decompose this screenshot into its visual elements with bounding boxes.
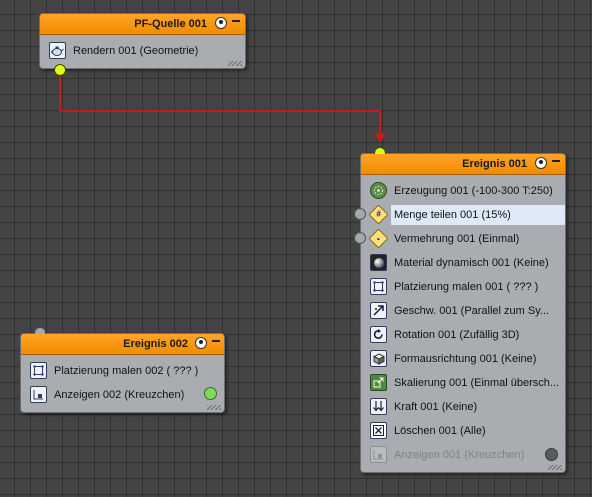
operator-row[interactable]: Platzierung malen 001 ( ??? ) (361, 275, 565, 299)
lightbulb-toggle-icon[interactable] (195, 337, 207, 349)
resize-grip[interactable] (548, 465, 562, 470)
node-title: Ereignis 001 (462, 158, 527, 170)
placement-paint-icon (370, 278, 387, 295)
operator-row[interactable]: Kraft 001 (Keine) (361, 395, 565, 419)
operator-list: Erzeugung 001 (-100-300 T:250) # Menge t… (361, 179, 565, 467)
spawn-icon: ▪ (368, 228, 389, 249)
operator-label: Löschen 001 (Alle) (394, 425, 486, 437)
node-event-002[interactable]: Ereignis 002 Platzierung malen 002 ( ???… (20, 327, 225, 413)
node-title: Ereignis 002 (123, 338, 188, 350)
wire-segment-vertical-2[interactable] (379, 110, 381, 134)
resize-grip[interactable] (228, 61, 242, 66)
delete-icon (370, 422, 387, 439)
operator-label: Formausrichtung 001 (Keine) (394, 353, 537, 365)
material-sphere-icon (370, 254, 387, 271)
operator-row[interactable]: Material dynamisch 001 (Keine) (361, 251, 565, 275)
node-header[interactable]: Ereignis 001 (361, 154, 565, 175)
operator-row[interactable]: Geschw. 001 (Parallel zum Sy... (361, 299, 565, 323)
operator-row[interactable]: Erzeugung 001 (-100-300 T:250) (361, 179, 565, 203)
wire-segment-horizontal[interactable] (59, 110, 381, 112)
node-header[interactable]: Ereignis 002 (21, 334, 224, 355)
node-header[interactable]: PF-Quelle 001 (40, 14, 245, 35)
split-amount-icon: # (368, 204, 389, 225)
operator-label: Vermehrung 001 (Einmal) (394, 233, 520, 245)
split-output-socket[interactable] (354, 208, 366, 220)
operator-label: Platzierung malen 002 ( ??? ) (54, 365, 199, 377)
display-icon (370, 446, 387, 463)
display-color-indicator[interactable] (545, 448, 558, 461)
spawn-output-socket[interactable] (354, 232, 366, 244)
operator-label: Erzeugung 001 (-100-300 T:250) (394, 185, 553, 197)
operator-label: Rotation 001 (Zufällig 3D) (394, 329, 520, 341)
rotation-icon (370, 326, 387, 343)
display-color-indicator[interactable] (204, 387, 217, 400)
operator-row[interactable]: Löschen 001 (Alle) (361, 419, 565, 443)
node-title: PF-Quelle 001 (134, 18, 207, 30)
scale-icon (370, 374, 387, 391)
minimize-icon[interactable] (212, 340, 220, 342)
minimize-icon[interactable] (232, 20, 240, 22)
force-icon (370, 398, 387, 415)
operator-row[interactable]: # Menge teilen 001 (15%) (361, 203, 565, 227)
operator-row[interactable]: Anzeigen 001 (Kreuzchen) (361, 443, 565, 467)
operator-row[interactable]: Formausrichtung 001 (Keine) (361, 347, 565, 371)
wire-segment-vertical-1[interactable] (59, 75, 61, 111)
operator-row[interactable]: Anzeigen 002 (Kreuzchen) (21, 383, 224, 407)
minimize-icon[interactable] (552, 160, 560, 162)
speed-icon (370, 302, 387, 319)
operator-list: Platzierung malen 002 ( ??? ) Anzeigen 0… (21, 359, 224, 407)
operator-label: Skalierung 001 (Einmal übersch... (394, 377, 560, 389)
operator-row[interactable]: Rendern 001 (Geometrie) (40, 39, 245, 63)
operator-label: Anzeigen 001 (Kreuzchen) (394, 449, 525, 461)
operator-row[interactable]: ▪ Vermehrung 001 (Einmal) (361, 227, 565, 251)
teapot-icon (49, 42, 66, 59)
operator-label: Geschw. 001 (Parallel zum Sy... (394, 305, 550, 317)
placement-paint-icon (30, 362, 47, 379)
operator-label: Material dynamisch 001 (Keine) (394, 257, 549, 269)
operator-label: Anzeigen 002 (Kreuzchen) (54, 389, 185, 401)
operator-label: Kraft 001 (Keine) (394, 401, 478, 413)
shape-facing-icon (370, 350, 387, 367)
node-event-001[interactable]: Ereignis 001 Erzeugung 001 (-100-300 T:2… (354, 147, 566, 473)
operator-row[interactable]: Skalierung 001 (Einmal übersch... (361, 371, 565, 395)
display-icon (30, 386, 47, 403)
wire-arrow-icon (374, 133, 386, 143)
operator-label: Rendern 001 (Geometrie) (73, 45, 199, 57)
lightbulb-toggle-icon[interactable] (215, 17, 227, 29)
operator-row[interactable]: Rotation 001 (Zufällig 3D) (361, 323, 565, 347)
node-pf-source-001[interactable]: PF-Quelle 001 Rendern 001 (Geometrie) (39, 13, 246, 76)
resize-grip[interactable] (207, 405, 221, 410)
operator-label: Platzierung malen 001 ( ??? ) (394, 281, 539, 293)
birth-icon (370, 182, 387, 199)
operator-row[interactable]: Platzierung malen 002 ( ??? ) (21, 359, 224, 383)
lightbulb-toggle-icon[interactable] (535, 157, 547, 169)
operator-label: Menge teilen 001 (15%) (391, 205, 565, 225)
output-socket[interactable] (54, 64, 66, 76)
